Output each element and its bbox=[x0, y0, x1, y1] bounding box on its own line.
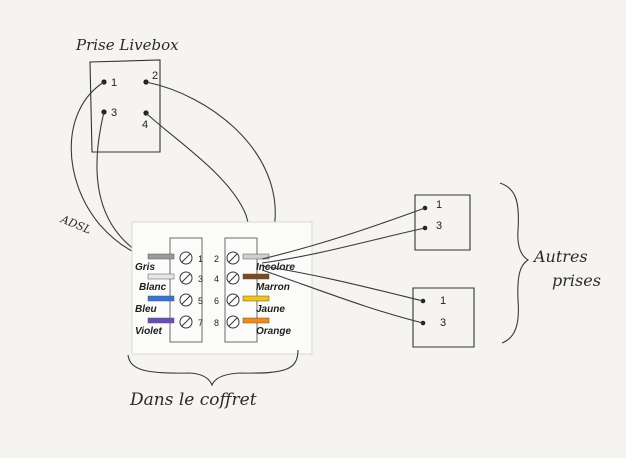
livebox-pin-3: 3 bbox=[111, 107, 117, 119]
livebox-pin-1: 1 bbox=[111, 77, 117, 89]
terminal-num-4: 4 bbox=[214, 274, 219, 284]
terminal-num-6: 6 bbox=[214, 296, 219, 306]
terminal-label-violet: Violet bbox=[135, 326, 163, 337]
autres-brace bbox=[499, 182, 530, 344]
autres-2-pin-1: 1 bbox=[440, 295, 446, 307]
wire-color-marron bbox=[242, 273, 270, 280]
terminal-label-jaune: Jaune bbox=[256, 304, 285, 315]
wire-color-violet bbox=[147, 317, 175, 324]
autres-2-pin-3: 3 bbox=[440, 317, 446, 329]
screw-1-slot bbox=[181, 253, 191, 263]
terminal-label-incolore: Incolore bbox=[256, 262, 295, 273]
autres-label-line1: Autres bbox=[532, 247, 588, 266]
terminal-num-7: 7 bbox=[198, 318, 203, 328]
wire-color-jaune bbox=[242, 295, 270, 302]
terminal-strip-left bbox=[169, 237, 203, 343]
terminal-num-8: 8 bbox=[214, 318, 219, 328]
livebox-pin-2: 2 bbox=[152, 70, 158, 82]
wire-autres-1-pin3 bbox=[261, 227, 426, 264]
autres-1-pin-1: 1 bbox=[436, 199, 442, 211]
coffret-block bbox=[131, 221, 313, 355]
adsl-label: ADSL bbox=[58, 212, 93, 236]
livebox-title: Prise Livebox bbox=[75, 36, 179, 54]
autres-socket-2 bbox=[412, 287, 475, 348]
wire-color-orange bbox=[242, 317, 270, 324]
autres-1-pin-3: 3 bbox=[436, 220, 442, 232]
terminal-num-2: 2 bbox=[214, 254, 219, 264]
wire-color-gris bbox=[147, 253, 175, 260]
coffret-caption: Dans le coffret bbox=[129, 390, 257, 410]
wire-color-bleu bbox=[147, 295, 175, 302]
terminal-label-orange: Orange bbox=[256, 326, 291, 337]
livebox-socket bbox=[89, 59, 161, 153]
screw-4-slot bbox=[228, 273, 238, 283]
terminal-strip-right bbox=[224, 237, 258, 343]
wire-autres-1-pin1 bbox=[261, 207, 426, 260]
screw-6-slot bbox=[228, 295, 238, 305]
terminal-label-gris: Gris bbox=[135, 262, 155, 273]
screw-8-slot bbox=[228, 317, 238, 327]
wire-autres-2-pin1 bbox=[261, 265, 424, 302]
screw-2-slot bbox=[228, 253, 238, 263]
screw-5-slot bbox=[181, 295, 191, 305]
autres-label-line2: prises bbox=[552, 271, 601, 290]
terminal-num-5: 5 bbox=[198, 296, 203, 306]
coffret-brace bbox=[127, 349, 299, 387]
wire-autres-2-pin3 bbox=[261, 269, 424, 324]
wire-color-blanc bbox=[147, 273, 175, 280]
terminal-label-bleu: Bleu bbox=[135, 304, 157, 315]
livebox-pin-4: 4 bbox=[142, 119, 148, 131]
wire-color-incolore bbox=[242, 253, 270, 260]
screw-3-slot bbox=[181, 273, 191, 283]
terminal-num-3: 3 bbox=[198, 274, 203, 284]
terminal-label-marron: Marron bbox=[256, 282, 290, 293]
wire-adsl-1 bbox=[70, 81, 153, 259]
screw-7-slot bbox=[181, 317, 191, 327]
autres-socket-1 bbox=[414, 194, 471, 251]
terminal-label-blanc: Blanc bbox=[139, 282, 167, 293]
terminal-num-1: 1 bbox=[198, 254, 203, 264]
